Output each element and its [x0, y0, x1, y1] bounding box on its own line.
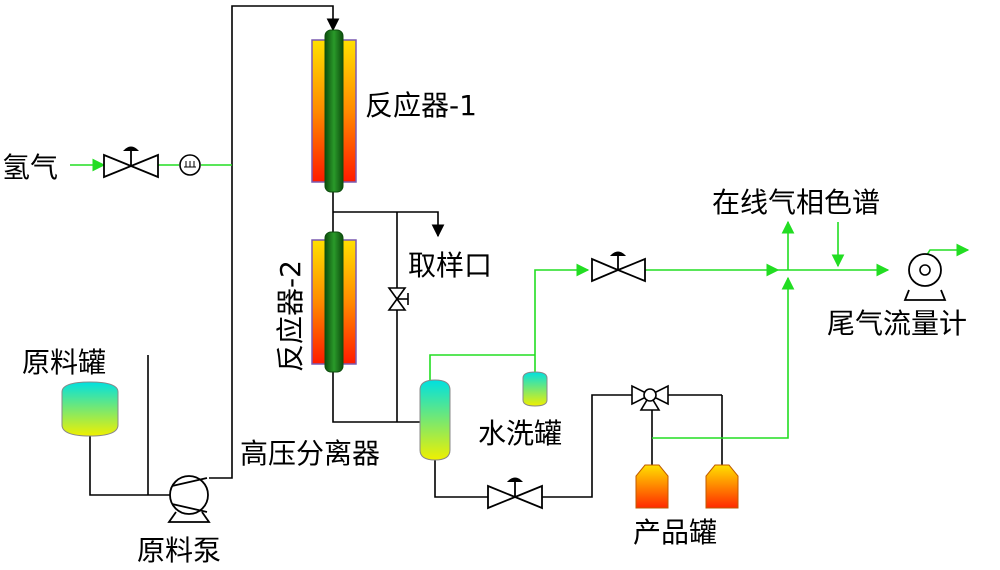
label-feed-tank: 原料罐 — [22, 346, 106, 379]
three-way-valve-icon — [631, 384, 669, 411]
tail-gas-meter-icon — [903, 253, 947, 301]
feed-pump-icon — [167, 475, 211, 523]
feed-tank — [61, 381, 119, 437]
label-reactor-2: 反应器-2 — [274, 260, 307, 372]
bypass-valve-icon — [387, 287, 409, 311]
product-tank-1 — [635, 464, 669, 509]
label-hp-separator: 高压分离器 — [240, 437, 380, 470]
reactor-2 — [311, 231, 357, 373]
flow-meter-icon — [179, 154, 201, 176]
reactor-1 — [311, 29, 357, 193]
high-pressure-separator — [419, 379, 451, 461]
label-reactor-1: 反应器-1 — [365, 89, 477, 122]
label-wash-tank: 水洗罐 — [478, 417, 562, 450]
hydrogen-valve-icon — [103, 146, 159, 179]
liquid-valve-icon — [487, 477, 543, 510]
wash-tank — [522, 371, 548, 407]
label-tail-gas-meter: 尾气流量计 — [827, 307, 967, 340]
label-sampling-port: 取样口 — [408, 249, 492, 282]
label-feed-pump: 原料泵 — [137, 534, 221, 567]
process-lines — [89, 5, 723, 498]
label-hydrogen: 氢气 — [2, 151, 58, 184]
gas-valve-icon — [591, 251, 646, 283]
gas-lines — [70, 158, 970, 439]
label-online-gc: 在线气相色谱 — [712, 186, 880, 219]
product-tank-2 — [705, 464, 739, 509]
label-product-tank: 产品罐 — [633, 516, 717, 549]
